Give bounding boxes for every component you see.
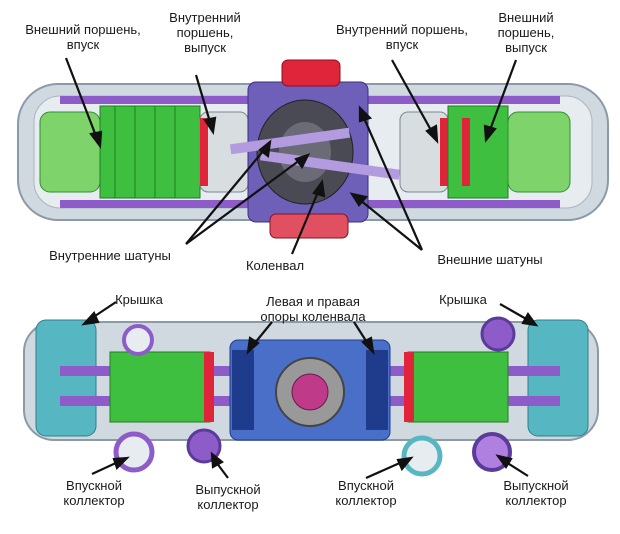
label-inner-piston-exhaust-line3: выпуск bbox=[184, 40, 226, 55]
arrow-crank-supports-right bbox=[361, 336, 375, 356]
leader-inner-rods-b bbox=[185, 159, 301, 245]
arrow-outer-rods-a bbox=[358, 105, 373, 123]
label-outer-piston-exhaust-line1: Внешний bbox=[498, 10, 554, 25]
leader-crank-supports-left bbox=[253, 321, 273, 345]
bottom-left-red-ring bbox=[204, 352, 214, 422]
arrow-inner-rods-a bbox=[258, 139, 272, 158]
label-intake-manifold-left: Впускной коллектор bbox=[44, 478, 144, 508]
leader-intake-manifold-left bbox=[91, 461, 119, 475]
label-inner-piston-exhaust: Внутренний поршень, выпуск bbox=[150, 10, 260, 55]
leader-outer-piston-exhaust bbox=[488, 59, 518, 131]
label-crank-supports-line2: опоры коленвала bbox=[260, 309, 366, 324]
bottom-crank-support-right bbox=[366, 350, 388, 430]
top-crank-web bbox=[279, 122, 331, 182]
leader-outer-rods-b bbox=[359, 199, 423, 251]
leader-lines bbox=[64, 57, 539, 480]
leader-outer-rods-a bbox=[362, 117, 424, 251]
arrow-cover-left bbox=[81, 311, 100, 326]
leader-inner-piston-exhaust bbox=[194, 74, 212, 123]
bottom-right-liner bbox=[407, 351, 509, 423]
label-inner-piston-intake: Внутренний поршень, впуск bbox=[322, 22, 482, 52]
top-left-red-ring bbox=[200, 118, 208, 186]
arrow-cover-right bbox=[521, 311, 539, 327]
top-crank-cap-upper bbox=[281, 59, 341, 87]
leader-inner-piston-intake bbox=[391, 59, 433, 133]
label-exhaust-manifold-left-line1: Выпускной bbox=[195, 482, 261, 497]
label-exhaust-manifold-right-line1: Выпускной bbox=[503, 478, 569, 493]
label-outer-piston-exhaust: Внешний поршень, выпуск bbox=[476, 10, 576, 55]
label-inner-piston-exhaust-line2: поршень, bbox=[176, 25, 234, 40]
arrow-inner-rods-b bbox=[294, 153, 311, 170]
top-crank-cap-lower bbox=[269, 213, 349, 239]
label-intake-manifold-left-line2: коллектор bbox=[63, 493, 125, 508]
label-intake-manifold-right-line2: коллектор bbox=[335, 493, 397, 508]
label-inner-rods: Внутренние шатуны bbox=[49, 248, 171, 263]
bottom-cover-right bbox=[527, 319, 589, 437]
label-outer-piston-exhaust-line2: поршень, bbox=[497, 25, 555, 40]
arrow-inner-piston-intake bbox=[425, 124, 439, 144]
bottom-top-port-right bbox=[480, 316, 516, 352]
arrow-intake-manifold-left bbox=[112, 456, 130, 471]
leader-outer-piston-intake bbox=[64, 57, 98, 137]
label-exhaust-manifold-right: Выпускной коллектор bbox=[486, 478, 586, 508]
top-inner-rod-left bbox=[229, 127, 351, 155]
label-intake-manifold-right: Впускной коллектор bbox=[316, 478, 416, 508]
label-inner-piston-intake-line2: впуск bbox=[385, 37, 419, 52]
arrow-outer-rods-b bbox=[349, 192, 369, 207]
bottom-crank-support-left bbox=[232, 350, 254, 430]
label-intake-manifold-right-line1: Впускной bbox=[338, 478, 394, 493]
label-crankshaft: Коленвал bbox=[245, 258, 305, 273]
label-outer-piston-intake-line1: Внешний поршень, bbox=[25, 22, 141, 37]
top-inner-rod-right bbox=[259, 150, 401, 180]
leader-inner-rods-a bbox=[185, 149, 265, 245]
top-right-liner bbox=[447, 105, 509, 199]
label-outer-piston-exhaust-line3: выпуск bbox=[505, 40, 547, 55]
label-exhaust-manifold-right-line2: коллектор bbox=[505, 493, 567, 508]
bottom-right-red-ring bbox=[404, 352, 414, 422]
leader-crankshaft bbox=[290, 191, 320, 255]
arrow-outer-piston-intake bbox=[89, 130, 103, 150]
label-crank-supports-line1: Левая и правая bbox=[266, 294, 360, 309]
label-cover-right: Крышка bbox=[439, 292, 487, 307]
arrow-exhaust-manifold-left bbox=[210, 451, 224, 469]
label-cover-left: Крышка bbox=[115, 292, 163, 307]
label-inner-piston-exhaust-line1: Внутренний bbox=[169, 10, 241, 25]
leader-exhaust-manifold-right bbox=[505, 461, 529, 477]
top-right-red-ring-outer bbox=[462, 118, 470, 186]
top-left-liner bbox=[99, 105, 201, 199]
arrow-intake-manifold-right bbox=[396, 456, 414, 472]
label-outer-piston-intake: Внешний поршень, впуск bbox=[8, 22, 158, 52]
top-right-outer-piston bbox=[507, 111, 571, 193]
label-intake-manifold-left-line1: Впускной bbox=[66, 478, 122, 493]
arrow-exhaust-manifold-right bbox=[495, 454, 513, 469]
bottom-engine-section bbox=[23, 316, 599, 477]
top-engine-section bbox=[17, 59, 609, 239]
arrow-crankshaft bbox=[312, 179, 326, 198]
label-outer-piston-intake-line2: впуск bbox=[66, 37, 100, 52]
arrow-outer-piston-exhaust bbox=[483, 124, 497, 143]
leader-cover-right bbox=[499, 303, 529, 321]
bottom-cover-left bbox=[35, 319, 97, 437]
arrow-inner-piston-exhaust bbox=[203, 116, 217, 136]
bottom-left-liner bbox=[109, 351, 211, 423]
label-outer-rods: Внешние шатуны bbox=[437, 252, 543, 267]
leader-intake-manifold-right bbox=[365, 460, 403, 480]
bottom-crank-hub bbox=[291, 373, 329, 411]
label-inner-piston-intake-line1: Внутренний поршень, bbox=[336, 22, 468, 37]
label-exhaust-manifold-left-line2: коллектор bbox=[197, 497, 259, 512]
label-crank-supports: Левая и правая опоры коленвала bbox=[238, 294, 388, 324]
label-exhaust-manifold-left: Выпускной коллектор bbox=[178, 482, 278, 512]
top-right-red-ring bbox=[440, 118, 448, 186]
arrow-crank-supports-left bbox=[246, 336, 260, 355]
bottom-top-port-left bbox=[122, 324, 154, 356]
bottom-intake-manifold-right bbox=[401, 435, 443, 477]
